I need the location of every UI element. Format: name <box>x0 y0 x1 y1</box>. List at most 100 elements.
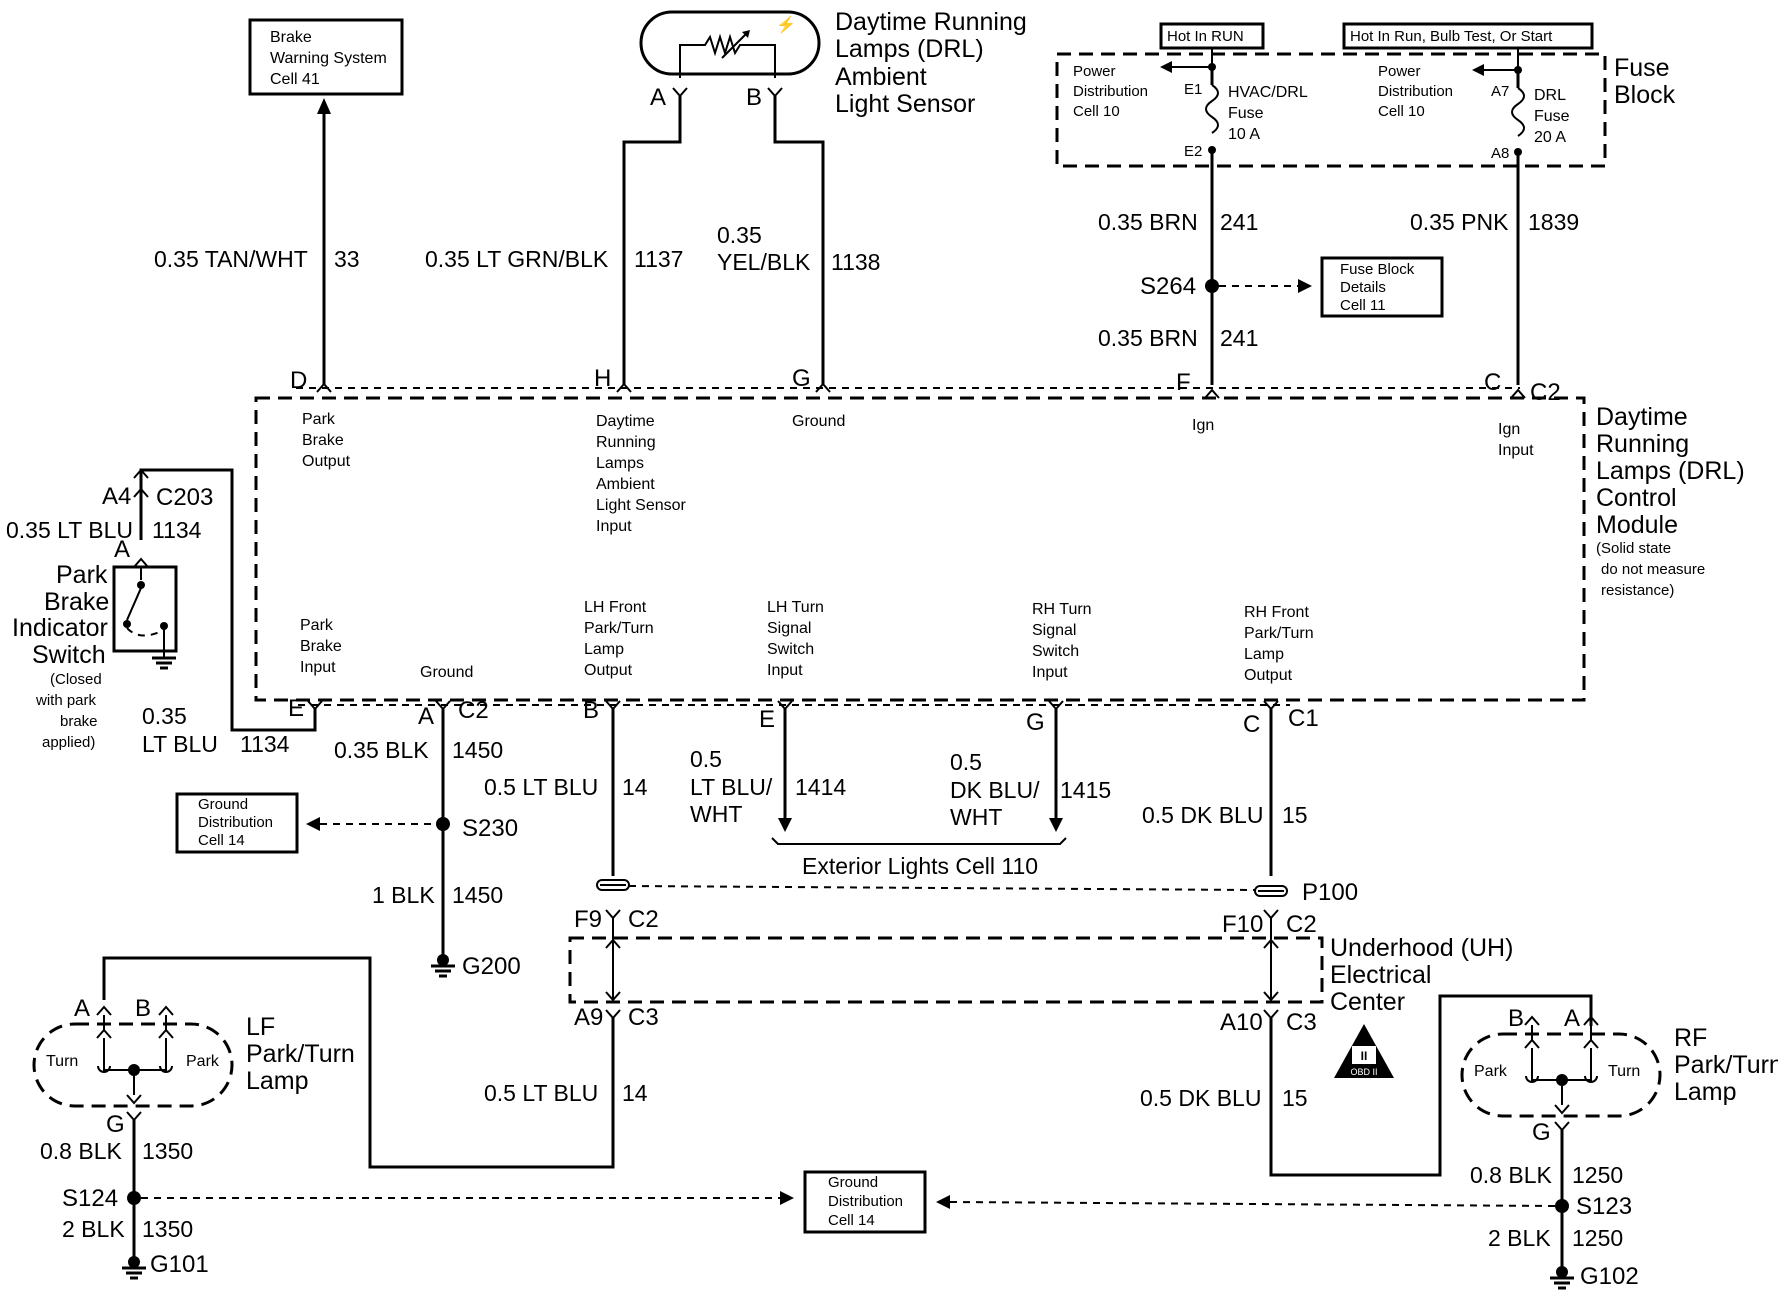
svg-text:Brake: Brake <box>302 432 344 449</box>
svg-text:A10: A10 <box>1220 1009 1263 1036</box>
svg-text:with park: with park <box>35 692 97 709</box>
svg-text:Park/Turn: Park/Turn <box>1244 625 1314 642</box>
svg-text:S123: S123 <box>1576 1193 1632 1220</box>
svg-text:1350: 1350 <box>142 1138 193 1164</box>
svg-text:0.35 TAN/WHT: 0.35 TAN/WHT <box>154 246 308 272</box>
svg-text:241: 241 <box>1220 209 1258 235</box>
wire-1414: 0.5 LT BLU/ WHT 1414 <box>690 709 846 832</box>
svg-text:0.8 BLK: 0.8 BLK <box>40 1138 122 1164</box>
svg-text:Brake: Brake <box>44 588 109 616</box>
splice-s230: S230 <box>306 815 518 842</box>
svg-text:LH Turn: LH Turn <box>767 599 824 616</box>
svg-text:Cell 11: Cell 11 <box>1340 297 1386 314</box>
svg-text:HVAC/DRL: HVAC/DRL <box>1228 84 1308 101</box>
svg-text:H: H <box>594 365 611 392</box>
svg-text:Cell 14: Cell 14 <box>828 1212 875 1229</box>
svg-text:A: A <box>418 703 434 730</box>
svg-text:S124: S124 <box>62 1185 118 1212</box>
svg-text:C2: C2 <box>1530 379 1561 406</box>
svg-text:Daytime: Daytime <box>1596 403 1688 431</box>
svg-text:Module: Module <box>1596 511 1678 539</box>
svg-text:Park: Park <box>300 617 334 634</box>
svg-text:Running: Running <box>596 434 656 451</box>
rf-park-turn-lamp: B A Park Turn RF Park/Turn Lamp G <box>1460 1005 1778 1146</box>
svg-text:Signal: Signal <box>767 620 811 637</box>
svg-text:Daytime: Daytime <box>596 413 655 430</box>
wire-1250: 0.8 BLK 1250 2 BLK 1250 <box>1470 1130 1623 1270</box>
svg-text:II: II <box>1361 1049 1368 1063</box>
splice-s124: S124 <box>62 1185 794 1212</box>
svg-text:F9: F9 <box>574 906 602 933</box>
svg-text:1137: 1137 <box>634 246 683 272</box>
svg-text:resistance): resistance) <box>1601 582 1674 599</box>
svg-text:DK BLU/: DK BLU/ <box>950 777 1040 803</box>
drl-control-module: Daytime Running Lamps (DRL) Control Modu… <box>254 365 1745 738</box>
connector-p100: P100 <box>596 879 1358 906</box>
svg-text:A: A <box>650 84 666 111</box>
svg-text:Indicator: Indicator <box>12 614 108 642</box>
svg-text:Brake: Brake <box>300 638 342 655</box>
svg-text:2 BLK: 2 BLK <box>62 1216 125 1242</box>
svg-text:G: G <box>106 1111 125 1138</box>
svg-text:B: B <box>1508 1005 1524 1032</box>
svg-text:Ambient: Ambient <box>596 476 655 493</box>
pin-lh-turn: LH Turn Signal Switch Input <box>767 599 824 679</box>
svg-text:F10: F10 <box>1222 911 1263 938</box>
svg-text:C2: C2 <box>1286 911 1317 938</box>
svg-text:C3: C3 <box>1286 1009 1317 1036</box>
svg-text:1839: 1839 <box>1528 209 1579 235</box>
svg-text:1138: 1138 <box>831 249 880 275</box>
wire-33: 0.35 TAN/WHT 33 <box>154 98 360 385</box>
svg-text:241: 241 <box>1220 325 1258 351</box>
svg-text:G: G <box>792 365 811 392</box>
svg-text:0.35 BLK: 0.35 BLK <box>334 737 429 763</box>
svg-text:Ground: Ground <box>198 796 248 813</box>
svg-text:E: E <box>288 695 304 722</box>
svg-text:YEL/BLK: YEL/BLK <box>717 249 811 275</box>
svg-text:S230: S230 <box>462 815 518 842</box>
svg-text:Control: Control <box>1596 484 1677 512</box>
svg-text:Output: Output <box>302 453 351 470</box>
svg-text:0.35 BRN: 0.35 BRN <box>1098 325 1198 351</box>
wire-15: 0.5 DK BLU 15 0.5 DK BLU 15 <box>1140 709 1593 1177</box>
svg-text:(Solid state: (Solid state <box>1596 540 1671 557</box>
svg-text:Underhood (UH): Underhood (UH) <box>1330 934 1513 962</box>
wire-1415: 0.5 DK BLU/ WHT 1415 <box>950 709 1111 832</box>
wire-14: 0.5 LT BLU 14 0.5 LT BLU 14 <box>102 709 648 1169</box>
svg-text:Turn: Turn <box>46 1053 78 1070</box>
svg-text:Hot In Run, Bulb Test, Or Star: Hot In Run, Bulb Test, Or Start <box>1350 28 1553 45</box>
svg-text:Cell 10: Cell 10 <box>1378 103 1425 120</box>
svg-text:0.5 DK BLU: 0.5 DK BLU <box>1140 1085 1261 1111</box>
svg-text:1415: 1415 <box>1060 777 1111 803</box>
svg-text:0.35: 0.35 <box>142 703 187 729</box>
svg-text:LT BLU/: LT BLU/ <box>690 774 773 800</box>
svg-text:A9: A9 <box>574 1004 603 1031</box>
svg-text:Input: Input <box>300 659 336 676</box>
svg-text:Lamp: Lamp <box>1674 1078 1737 1106</box>
svg-text:15: 15 <box>1282 802 1308 828</box>
svg-text:Output: Output <box>1244 667 1293 684</box>
svg-text:Cell 10: Cell 10 <box>1073 103 1120 120</box>
svg-text:1414: 1414 <box>795 774 846 800</box>
svg-text:1450: 1450 <box>452 882 503 908</box>
svg-text:C2: C2 <box>628 906 659 933</box>
underhood-electrical-center: Underhood (UH) Electrical Center F9 C2 A… <box>568 906 1513 1036</box>
svg-text:Lamp: Lamp <box>1244 646 1284 663</box>
svg-text:LF: LF <box>246 1013 275 1041</box>
svg-text:Warning System: Warning System <box>270 50 387 67</box>
fuse-block-details-box: Fuse Block Details Cell 11 <box>1320 256 1444 318</box>
svg-text:1 BLK: 1 BLK <box>372 882 435 908</box>
svg-text:Ambient: Ambient <box>835 63 927 91</box>
svg-text:B: B <box>746 84 762 111</box>
svg-text:0.5 LT BLU: 0.5 LT BLU <box>484 774 598 800</box>
svg-text:B: B <box>135 995 151 1022</box>
pin-ground-top: Ground <box>792 413 845 430</box>
svg-text:1250: 1250 <box>1572 1225 1623 1251</box>
svg-text:Park/Turn: Park/Turn <box>246 1040 355 1068</box>
park-brake-indicator-switch: A4 C203 0.35 LT BLU 1134 A Park Brake In… <box>6 468 317 757</box>
pin-rh-turn: RH Turn Signal Switch Input <box>1032 601 1092 681</box>
svg-text:Park: Park <box>1474 1063 1508 1080</box>
svg-text:Light Sensor: Light Sensor <box>835 90 975 118</box>
svg-text:33: 33 <box>334 246 360 272</box>
svg-text:WHT: WHT <box>690 801 742 827</box>
